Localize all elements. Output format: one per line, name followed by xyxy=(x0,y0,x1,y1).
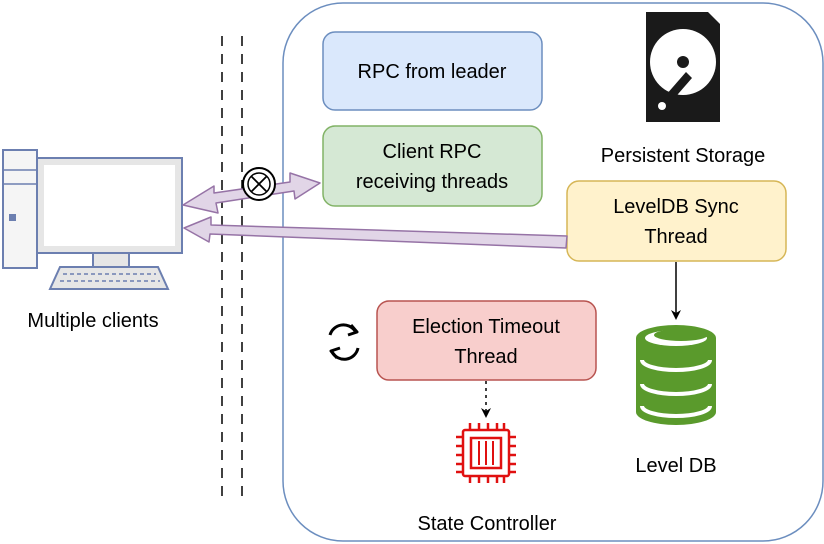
persistent-storage-label: Persistent Storage xyxy=(601,145,766,167)
state-controller-label: State Controller xyxy=(418,513,557,535)
leveldb-sync-to-client-arrow xyxy=(183,216,568,249)
database-icon xyxy=(636,325,716,425)
level-db-label: Level DB xyxy=(635,455,716,477)
computer-icon xyxy=(2,149,183,290)
hard-disk-icon xyxy=(646,12,720,122)
client-rpc-box xyxy=(322,125,543,207)
election-timeout-label-line1: Election Timeout xyxy=(412,316,560,338)
leveldb-sync-label-line2: Thread xyxy=(644,226,707,248)
election-timeout-box xyxy=(376,300,597,381)
client-rpc-label-line2: receiving threads xyxy=(356,171,508,193)
client-rpc-label-line1: Client RPC xyxy=(383,141,482,163)
leveldb-sync-box xyxy=(566,180,787,262)
election-timeout-label-line2: Thread xyxy=(454,346,517,368)
blocked-circle-x-icon xyxy=(242,167,276,201)
cpu-chip-icon xyxy=(456,423,516,483)
leveldb-sync-label-line1: LevelDB Sync xyxy=(613,196,739,218)
rpc-from-leader-label: RPC from leader xyxy=(358,61,507,83)
rpc-from-leader-box xyxy=(322,31,543,111)
multiple-clients-label: Multiple clients xyxy=(27,310,158,332)
refresh-cycle-icon xyxy=(328,323,360,361)
